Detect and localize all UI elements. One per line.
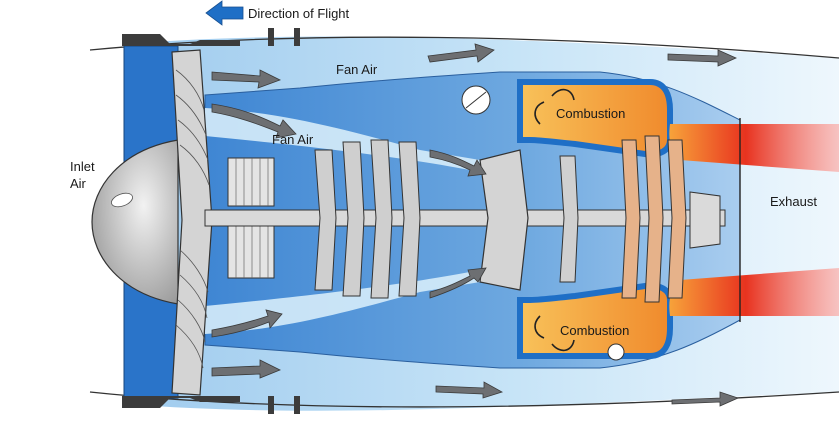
fan-blade-lines	[175, 69, 210, 369]
inlet-air-label-line2: Air	[70, 176, 87, 191]
high-pressure-compressor	[479, 149, 529, 291]
exhaust-cone	[689, 191, 721, 249]
flow-arrow-icon	[435, 381, 504, 399]
flow-arrows	[211, 43, 740, 407]
nacelle-top-line	[89, 36, 839, 59]
exhaust-flow-top	[669, 124, 839, 172]
nacelle-brackets	[122, 28, 300, 414]
flow-arrow-icon	[211, 69, 282, 89]
spinner-highlight	[111, 192, 133, 208]
flow-arrow-icon	[427, 43, 495, 63]
flow-arrow-icon	[211, 359, 281, 379]
bleed-valve-bottom	[607, 343, 625, 361]
combustion-swirl-arrows	[534, 88, 575, 352]
flow-arrow-icon	[211, 103, 297, 139]
fan-blade-disk	[171, 49, 213, 396]
gearbox	[227, 157, 275, 279]
compressor-stages	[314, 139, 421, 299]
direction-of-flight-label: Direction of Flight	[248, 6, 350, 21]
flow-arrow-icon	[667, 49, 737, 67]
main-shaft	[204, 209, 726, 227]
flow-arrow-icon	[429, 267, 487, 299]
flow-arrow-icon	[211, 309, 283, 338]
flow-arrow-icon	[429, 149, 487, 177]
fan-air-top-label: Fan Air	[336, 62, 378, 77]
nose-spinner	[91, 139, 179, 305]
combustion-bottom-label: Combustion	[560, 323, 629, 338]
flow-arrow-icon	[671, 391, 740, 407]
fan-air-inner-label: Fan Air	[272, 132, 314, 147]
combustion-chamber-bottom	[517, 282, 673, 359]
left-arrow-icon	[205, 0, 244, 26]
combustion-chamber-top	[517, 79, 673, 158]
bleed-valve-top-slash	[465, 91, 487, 109]
turbine-stages	[559, 135, 687, 303]
exhaust-label: Exhaust	[770, 194, 817, 209]
inlet-air-label-line1: Inlet	[70, 159, 95, 174]
combustion-top-label: Combustion	[556, 106, 625, 121]
exhaust-flow-bottom	[669, 268, 839, 316]
